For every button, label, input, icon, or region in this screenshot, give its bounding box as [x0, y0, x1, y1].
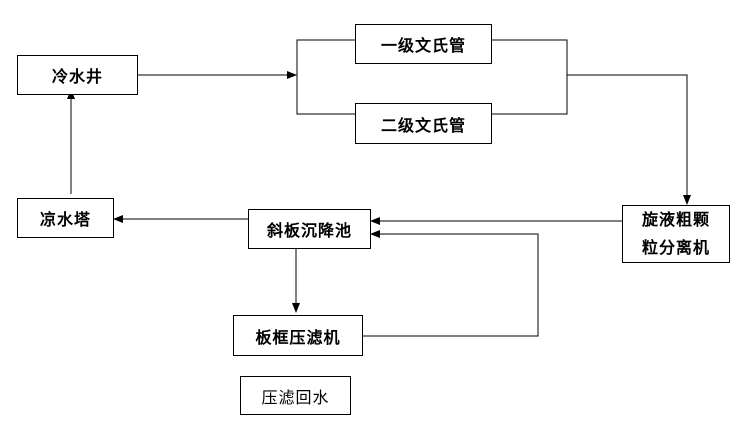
edge-merge-bracket — [492, 39, 568, 115]
node-cyclone-separator: 旋液粗颗 粒分离机 — [622, 205, 730, 263]
node-cooling-tower: 凉水塔 — [17, 198, 114, 238]
node-filter-return-water: 压滤回水 — [240, 376, 351, 415]
node-venturi-2: 二级文氏管 — [355, 103, 492, 144]
edge-merge-to-cyclone — [567, 74, 691, 205]
node-filter-return-water-label: 压滤回水 — [261, 387, 330, 407]
node-cyclone-separator-line1: 旋液粗颗 — [641, 210, 710, 229]
node-plate-frame-filter-label: 板框压滤机 — [255, 327, 341, 347]
node-inclined-plate-tank: 斜板沉降池 — [248, 209, 371, 249]
edge-filter-return-to-tank — [363, 230, 539, 337]
node-venturi-2-label: 二级文氏管 — [380, 115, 466, 135]
node-cyclone-separator-line2: 粒分离机 — [641, 238, 710, 257]
node-inclined-plate-tank-label: 斜板沉降池 — [266, 221, 352, 240]
node-cooling-well-label: 冷水井 — [51, 67, 103, 86]
edge-split-bracket — [296, 39, 355, 115]
node-plate-frame-filter: 板框压滤机 — [233, 315, 363, 356]
node-cooling-well: 冷水井 — [17, 55, 138, 95]
node-cooling-tower-label: 凉水塔 — [39, 210, 91, 229]
node-venturi-1-label: 一级文氏管 — [380, 36, 466, 55]
node-venturi-1: 一级文氏管 — [355, 24, 492, 64]
